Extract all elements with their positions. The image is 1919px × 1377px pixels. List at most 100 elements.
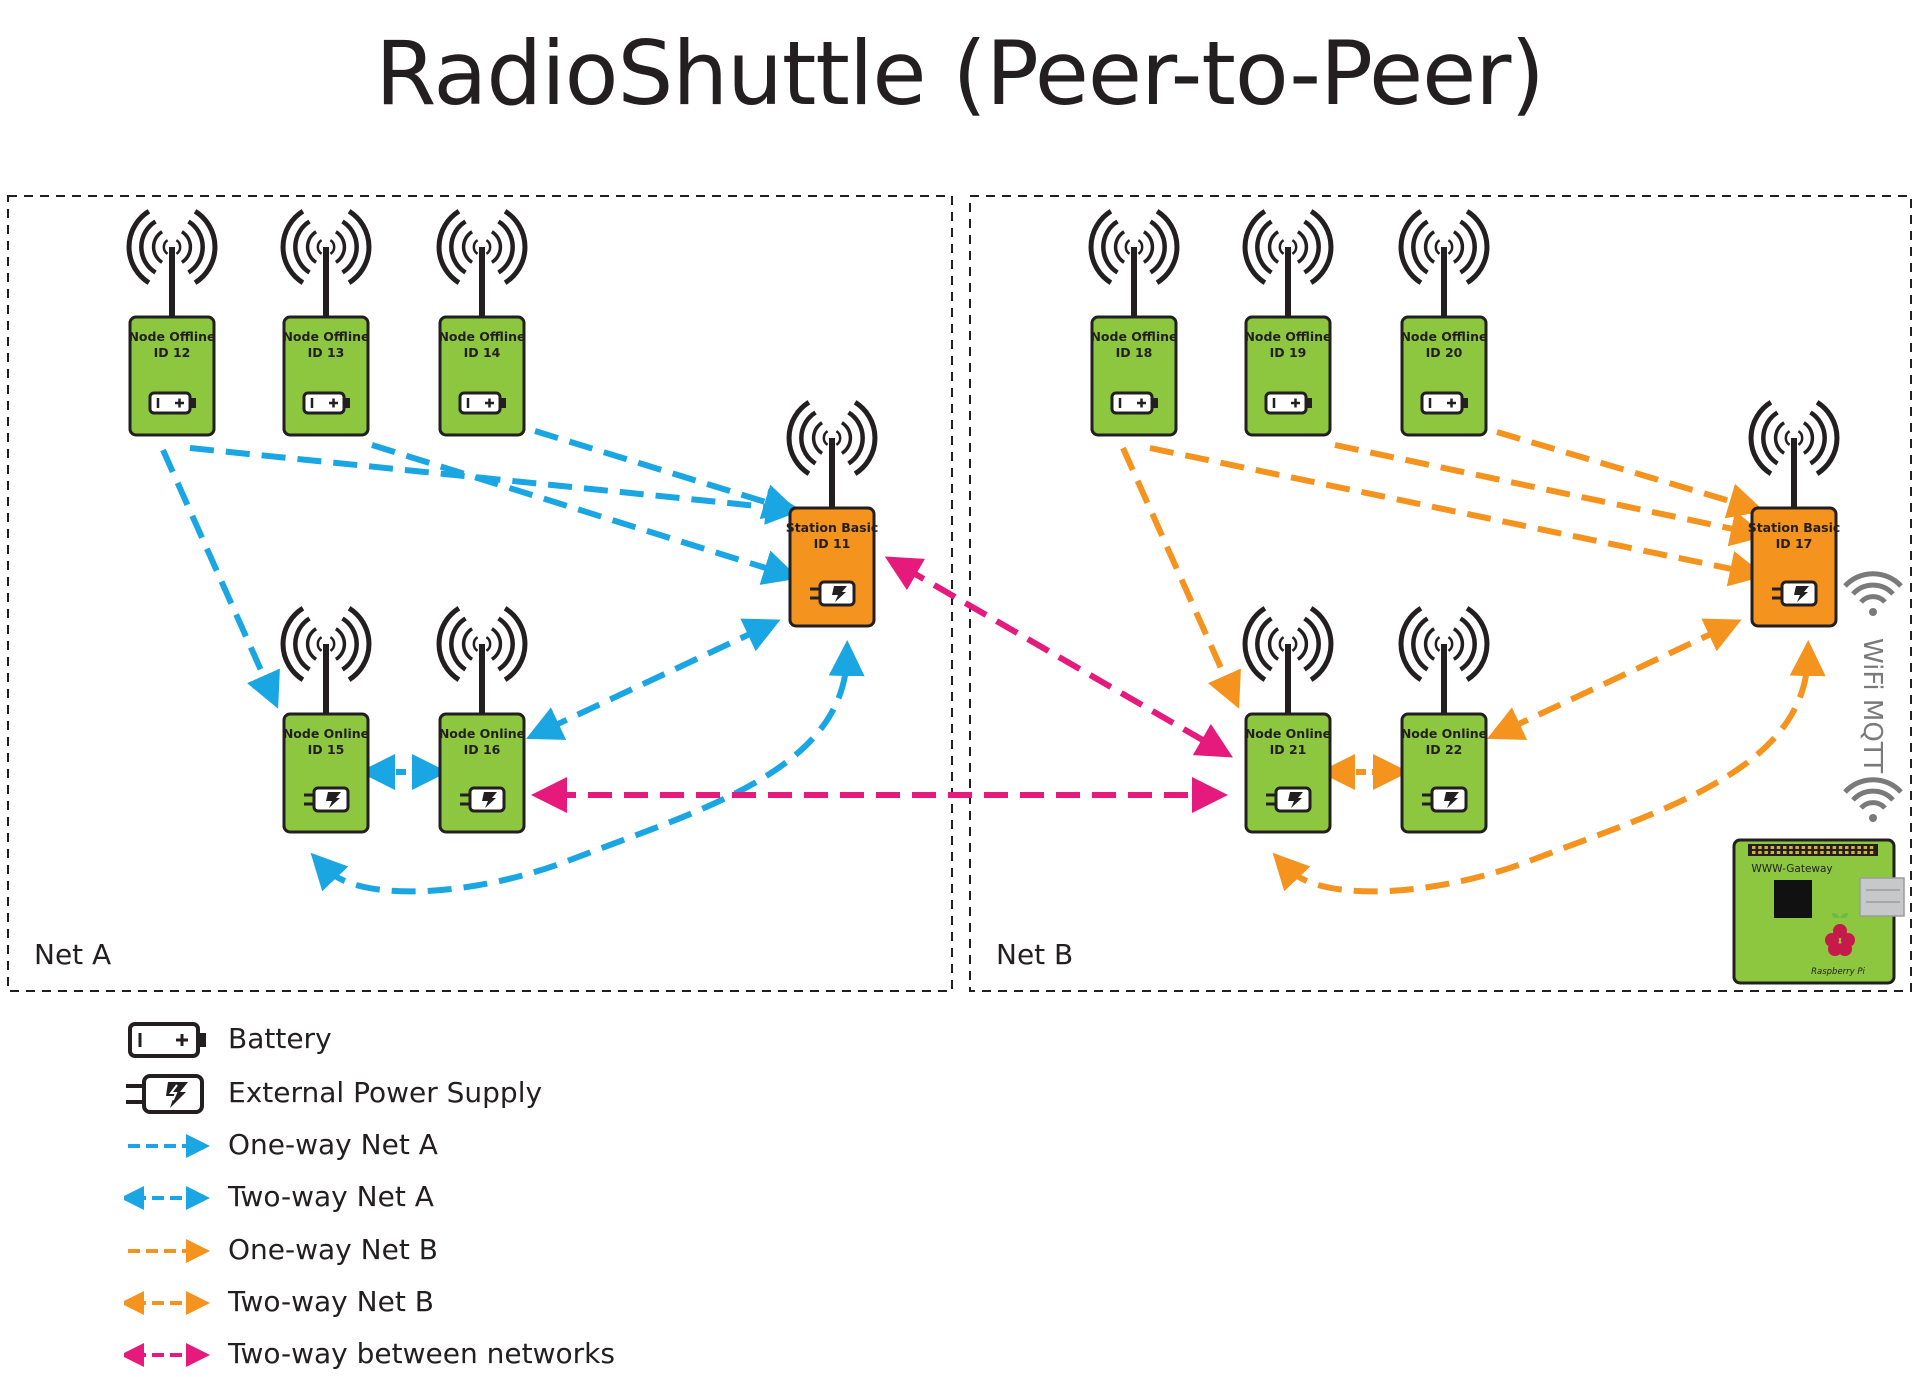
net-b-label: Net B (996, 938, 1074, 971)
device-title: Node Offline (1244, 329, 1331, 344)
antenna-icon (786, 400, 878, 508)
device-id: ID 22 (1426, 742, 1463, 757)
diagram-title: RadioShuttle (Peer-to-Peer) (375, 22, 1545, 125)
battery-icon (128, 1022, 206, 1058)
device-id: ID 11 (814, 536, 851, 551)
legend-item-one-way-b: One-way Net B (124, 1229, 824, 1273)
external-power-icon (810, 580, 856, 607)
link-15-to-11 (310, 640, 865, 895)
legend-item-external-power: External Power Supply (124, 1072, 824, 1116)
wifi-mqtt-link: WiFi MQTT (1843, 571, 1903, 822)
legend-item-one-way-a: One-way Net A (124, 1124, 824, 1168)
battery-icon (1264, 391, 1312, 415)
antenna-icon (280, 606, 372, 714)
device-title: Node Online (283, 726, 369, 741)
device-title: Station Basic (1748, 520, 1841, 535)
link-14-to-11 (534, 428, 800, 520)
net-a-label: Net A (34, 938, 112, 971)
device-title: Node Offline (128, 329, 215, 344)
antenna-icon (436, 209, 528, 317)
battery-icon (148, 391, 196, 415)
wifi-mqtt-label: WiFi MQTT (1857, 638, 1887, 773)
antenna-icon (1398, 606, 1490, 714)
legend-label: Battery (228, 1022, 332, 1055)
external-power-icon (1772, 580, 1818, 607)
device-id: ID 12 (154, 345, 191, 360)
net-a-box (7, 195, 953, 992)
link-12-to-15 (160, 448, 280, 709)
antenna-icon (1748, 400, 1840, 508)
raspberry-pi-logo-icon (1825, 912, 1855, 956)
legend-item-two-way-a: Two-way Net A (124, 1176, 824, 1220)
antenna-icon (1398, 209, 1490, 317)
device-id: ID 13 (308, 345, 345, 360)
device-title: Node Online (439, 726, 525, 741)
link-22-to-17 (1486, 618, 1742, 740)
links-layer (160, 428, 1826, 895)
link-18-to-17 (1149, 445, 1766, 587)
gateway-label: WWW-Gateway (1751, 863, 1832, 875)
device-title: Station Basic (786, 520, 879, 535)
battery-icon (302, 391, 350, 415)
device-title: Node Offline (1400, 329, 1487, 344)
link-16-to-11 (525, 618, 781, 740)
legend-label: One-way Net B (228, 1233, 438, 1266)
legend-label: Two-way between networks (228, 1337, 615, 1370)
legend-label: Two-way Net B (228, 1285, 434, 1318)
link-11-to-21 (884, 556, 1233, 758)
battery-icon (1110, 391, 1158, 415)
device-id: ID 20 (1426, 345, 1463, 360)
legend-item-two-way-between: Two-way between networks (124, 1333, 824, 1377)
device-id: ID 21 (1270, 742, 1307, 757)
external-power-icon (460, 786, 506, 813)
device-id: ID 16 (464, 742, 501, 757)
antenna-icon (1242, 606, 1334, 714)
battery-icon (1420, 391, 1468, 415)
antenna-icon (1242, 209, 1334, 317)
gateway-ethernet-port (1859, 877, 1905, 917)
link-20-to-17 (1496, 429, 1765, 519)
antenna-icon (1088, 209, 1180, 317)
external-power-icon (1266, 786, 1312, 813)
device-id: ID 17 (1776, 536, 1813, 551)
external-power-icon (126, 1074, 204, 1114)
wifi-icon (1843, 571, 1903, 616)
external-power-icon (304, 786, 350, 813)
device-title: Node Online (1245, 726, 1331, 741)
link-18-to-21 (1120, 446, 1241, 709)
legend-label: External Power Supply (228, 1076, 543, 1109)
link-13-to-11 (371, 442, 800, 585)
antenna-icon (436, 606, 528, 714)
wifi-icon (1843, 777, 1903, 822)
device-title: Node Offline (438, 329, 525, 344)
device-id: ID 14 (464, 345, 501, 360)
external-power-icon (1422, 786, 1468, 813)
legend-label: Two-way Net A (228, 1180, 434, 1213)
gateway-board-label: Raspberry Pi (1811, 967, 1865, 977)
device-title: Node Offline (282, 329, 369, 344)
legend-item-two-way-b: Two-way Net B (124, 1281, 824, 1325)
gateway-chip (1774, 880, 1812, 918)
device-id: ID 19 (1270, 345, 1307, 360)
www-gateway: WWW-Gateway Raspberry Pi (1732, 838, 1905, 985)
legend-label: One-way Net A (228, 1128, 438, 1161)
device-id: ID 15 (308, 742, 345, 757)
link-21-to-17 (1272, 640, 1826, 895)
battery-icon (458, 391, 506, 415)
device-title: Node Offline (1090, 329, 1177, 344)
device-title: Node Online (1401, 726, 1487, 741)
